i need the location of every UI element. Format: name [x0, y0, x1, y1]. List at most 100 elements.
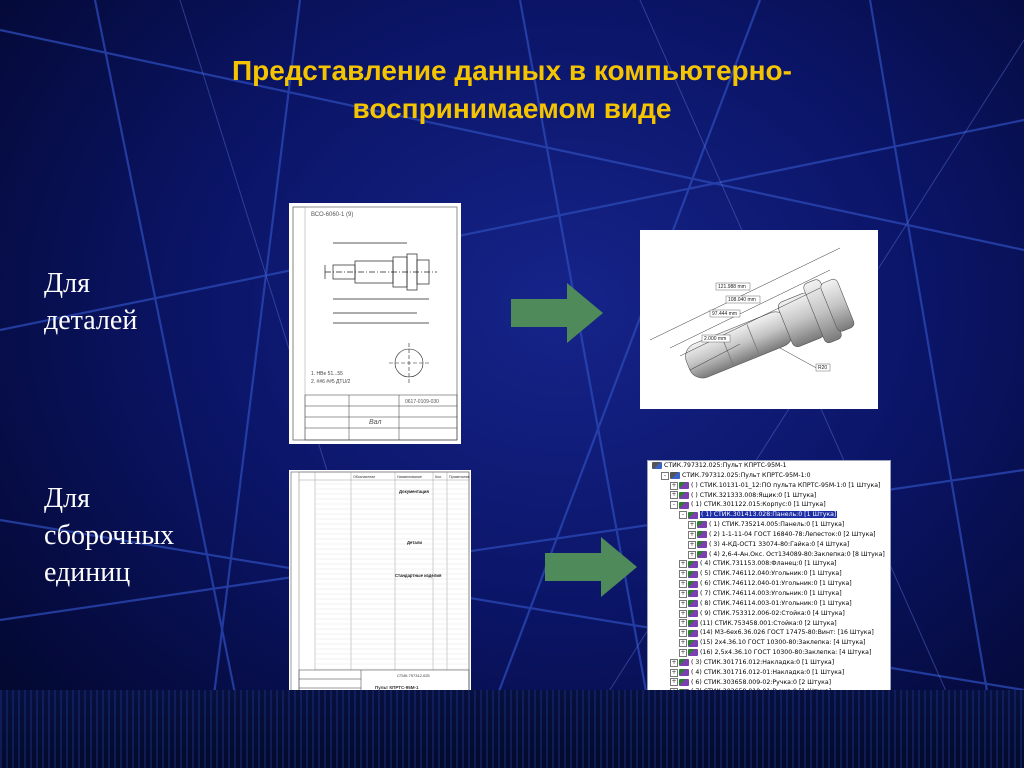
expand-icon[interactable]: +	[688, 550, 696, 559]
tree-row[interactable]: +( 4) СТИК.301716.012-01:Накладка:0 [1 Ш…	[648, 668, 890, 678]
tree-row[interactable]: +( ) СТИК.321333.008:Ящик:0 [1 Штука]	[648, 491, 890, 501]
part-icon	[688, 639, 698, 647]
tree-row[interactable]: +(16) 2,5х4.36.10 ГОСТ 10300-80:Заклепка…	[648, 648, 890, 658]
expand-icon[interactable]: +	[679, 648, 687, 657]
expand-icon[interactable]: +	[670, 678, 678, 687]
tree-row-label: ( 1) СТИК.301122.015:Корпус:0 [1 Штука]	[691, 501, 826, 509]
assembly-icon	[670, 472, 680, 480]
part-icon	[688, 511, 698, 519]
expand-icon[interactable]: +	[679, 589, 687, 598]
tree-row-label: ( 6) СТИК.303658.009-02:Ручка:0 [2 Штука…	[691, 678, 832, 686]
spec-header-qty: Кол.	[435, 475, 442, 479]
drawing-stamp-top: ВСО-6060-1 (9)	[311, 212, 353, 218]
part-icon	[688, 649, 698, 657]
tree-row[interactable]: +(14) М3-6ех6.36.026 ГОСТ 17475-80:Винт:…	[648, 628, 890, 638]
dim-label-5: R20	[818, 365, 827, 371]
spec-section-parts: Детали	[407, 540, 422, 545]
tree-row-label: ( 3) 4-КД-ОСТ1 33074-80:Гайка:0 [4 Штука…	[709, 540, 850, 548]
tree-row[interactable]: + ( 3) СТИК.301716.012:Накладка:0 [1 Штук…	[648, 658, 890, 668]
dim-label-2: 108.040 mm	[728, 297, 756, 303]
slide-title-line2: воспринимаемом виде	[352, 93, 672, 124]
part-icon	[688, 629, 698, 637]
tree-row[interactable]: + ( 2) 1-1-11-04 ГОСТ 16840-78:Лепесток:0…	[648, 530, 890, 540]
tree-row[interactable]: + (11) СТИК.753458.001:Стойка:0 [2 Штука]	[648, 619, 890, 629]
tree-row-label: ( 1) СТИК.735214.005:Панель:0 [1 Штука]	[709, 521, 845, 529]
expand-icon[interactable]: +	[670, 658, 678, 667]
spec-header-note: Примечание	[449, 475, 470, 479]
expand-icon[interactable]: +	[670, 481, 678, 490]
tree-row-label: ( 7) СТИК.746114.003:Угольник:0 [1 Штука…	[700, 589, 842, 597]
part-icon	[697, 531, 707, 539]
expand-icon[interactable]: +	[679, 629, 687, 638]
spec-section-docs: Документация	[399, 489, 429, 494]
tree-row[interactable]: + ( 4) СТИК.731153.008:Фланец:0 [1 Штука]	[648, 559, 890, 569]
part-icon	[688, 570, 698, 578]
expand-icon[interactable]: +	[679, 560, 687, 569]
tree-rows-container: СТИК.797312.025:Пульт КПРТС-95М-1 -СТИК.7…	[648, 461, 890, 700]
tree-row[interactable]: + ( 6) СТИК.746112.040-01:Угольник:0 [1 Ш…	[648, 579, 890, 589]
bottom-decorative-band	[0, 690, 1024, 768]
tree-row-label: ( 4) 2,6-4-Ан.Окс. Ост134089-80:Заклепка…	[709, 550, 885, 558]
expand-icon[interactable]: +	[670, 491, 678, 500]
spec-stamp-name: Пульт КПРТС-95М-1	[375, 685, 419, 690]
part-icon	[679, 669, 689, 677]
tree-row[interactable]: + ( 7) СТИК.746114.003:Угольник:0 [1 Штук…	[648, 589, 890, 599]
label-assembly: Для сборочных единиц	[44, 480, 174, 591]
part-icon	[697, 521, 707, 529]
spec-header-designation: Обозначение	[353, 475, 375, 479]
arrow-right-icon	[511, 283, 603, 343]
collapse-icon[interactable]: -	[670, 501, 678, 510]
spec-header-name: Наименование	[397, 475, 422, 479]
drawing-stamp-name: Вал	[369, 419, 381, 426]
expand-icon[interactable]: +	[679, 619, 687, 628]
part-icon	[688, 560, 698, 568]
label-parts-line1: Для	[44, 268, 90, 299]
spec-section-standard: Стандартные изделия	[395, 573, 442, 578]
tree-row-label: ( 4) СТИК.731153.008:Фланец:0 [1 Штука]	[700, 560, 837, 568]
tree-row-label: (15) 2х4.36.10 ГОСТ 10300-80:Заклепка: […	[700, 639, 866, 647]
tree-row-label: (11) СТИК.753458.001:Стойка:0 [2 Штука]	[700, 619, 837, 627]
part-icon	[697, 541, 707, 549]
arrow-right-icon	[545, 537, 637, 597]
tree-row[interactable]: + ( 6) СТИК.303658.009-02:Ручка:0 [2 Штук…	[648, 678, 890, 688]
tree-row[interactable]: + ( 4) 2,6-4-Ан.Окс. Ост134089-80:Заклепк…	[648, 550, 890, 560]
tree-row-label: ( 2) 1-1-11-04 ГОСТ 16840-78:Лепесток:0 …	[709, 530, 876, 538]
expand-icon[interactable]: +	[679, 609, 687, 618]
label-parts: Для деталей	[44, 265, 137, 339]
part-icon	[688, 580, 698, 588]
expand-icon[interactable]: +	[679, 570, 687, 579]
expand-icon[interactable]: +	[688, 540, 696, 549]
tree-row-label: ( 6) СТИК.746112.040-01:Угольник:0 [1 Шт…	[700, 580, 852, 588]
part-icon	[679, 678, 689, 686]
tree-row[interactable]: + ( 3) 4-КД-ОСТ1 33074-80:Гайка:0 [4 Штук…	[648, 540, 890, 550]
part-drawing: ВСО-6060-1 (9) 1. НВе 51...55 2. ##6 ##5…	[289, 203, 461, 444]
tree-row-label: ( 3) СТИК.301716.012:Накладка:0 [1 Штука…	[691, 658, 835, 666]
dim-label-4: 2.000 mm	[704, 336, 726, 342]
tree-row-label: СТИК.797312.025:Пульт КПРТС-95М-1	[664, 462, 787, 469]
assembly-structure-tree[interactable]: СТИК.797312.025:Пульт КПРТС-95М-1 -СТИК.7…	[647, 460, 891, 701]
tree-row[interactable]: +( 5) СТИК.746112.040:Угольник:0 [1 Штук…	[648, 569, 890, 579]
tree-row[interactable]: + ( 1) СТИК.735214.005:Панель:0 [1 Штука]	[648, 520, 890, 530]
expand-icon[interactable]: +	[670, 668, 678, 677]
expand-icon[interactable]: +	[679, 639, 687, 648]
tree-row-label: ( 1) СТИК.301413.028:Панель:0 [1 Штука]	[700, 511, 838, 519]
part-3d-model: 121.988 mm 108.040 mm 97.444 mm 2.000 mm…	[640, 230, 878, 409]
slide-title-line1: Представление данных в компьютерно-	[232, 55, 792, 86]
expand-icon[interactable]: +	[679, 580, 687, 589]
part-icon	[688, 590, 698, 598]
label-assembly-line1: Для	[44, 483, 90, 514]
expand-icon[interactable]: +	[688, 530, 696, 539]
tree-row[interactable]: - ( 1) СТИК.301413.028:Панель:0 [1 Штука]	[648, 510, 890, 520]
tree-row[interactable]: -СТИК.797312.025:Пульт КПРТС-95М-1:0	[648, 471, 890, 481]
tree-row[interactable]: + (15) 2х4.36.10 ГОСТ 10300-80:Заклепка: …	[648, 638, 890, 648]
collapse-icon[interactable]: -	[679, 511, 687, 520]
tree-row[interactable]: +( 8) СТИК.746114.003-01:Угольник:0 [1 Ш…	[648, 599, 890, 609]
collapse-icon[interactable]: -	[661, 471, 669, 480]
tree-row[interactable]: +( ) СТИК.10131-01_12:ПО пульта КПРТС-95…	[648, 481, 890, 491]
expand-icon[interactable]: +	[688, 520, 696, 529]
tree-row[interactable]: СТИК.797312.025:Пульт КПРТС-95М-1	[648, 461, 890, 471]
tree-row[interactable]: - ( 1) СТИК.301122.015:Корпус:0 [1 Штука]	[648, 500, 890, 510]
expand-icon[interactable]: +	[679, 599, 687, 608]
tree-row[interactable]: +( 9) СТИК.753312.006-02:Стойка:0 [4 Шту…	[648, 609, 890, 619]
